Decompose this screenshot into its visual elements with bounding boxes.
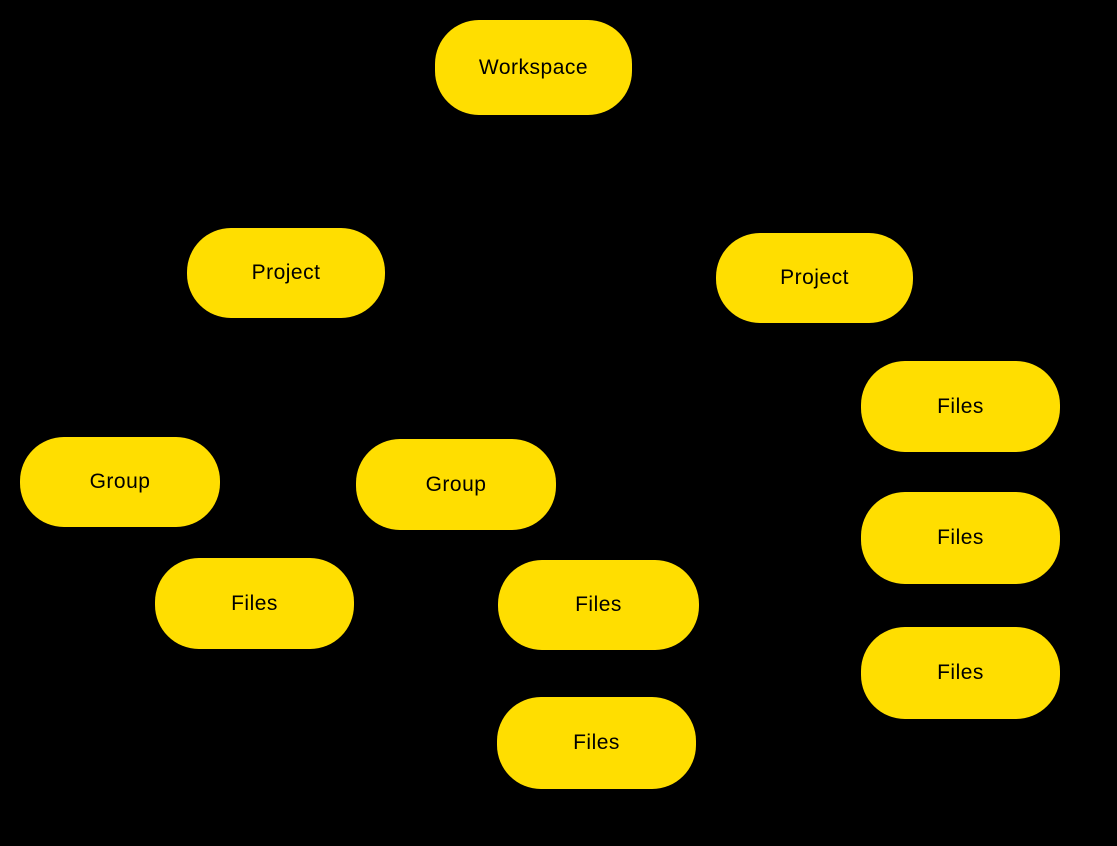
node-files-center-label: Files — [575, 593, 622, 616]
node-group-left: Group — [20, 437, 220, 527]
node-files-center-bottom: Files — [497, 697, 696, 789]
node-group-left-label: Group — [89, 470, 151, 493]
node-workspace: Workspace — [435, 20, 632, 115]
node-group-center: Group — [356, 439, 556, 530]
node-files-right-top: Files — [861, 361, 1060, 452]
node-files-right-bottom: Files — [861, 627, 1060, 719]
node-files-right-middle-label: Files — [937, 526, 984, 549]
node-files-center-bottom-label: Files — [573, 731, 620, 754]
node-workspace-label: Workspace — [478, 55, 589, 79]
node-project-left: Project — [187, 228, 385, 318]
node-project-left-label: Project — [251, 261, 321, 284]
node-files-right-bottom-label: Files — [937, 661, 984, 684]
node-files-right-middle: Files — [861, 492, 1060, 584]
node-project-right-label: Project — [780, 266, 849, 289]
node-files-right-top-label: Files — [937, 394, 984, 418]
node-files-center: Files — [498, 560, 699, 650]
node-group-center-label: Group — [425, 472, 487, 496]
node-project-right: Project — [716, 233, 913, 323]
node-files-left: Files — [155, 558, 354, 649]
node-files-left-label: Files — [231, 591, 278, 615]
